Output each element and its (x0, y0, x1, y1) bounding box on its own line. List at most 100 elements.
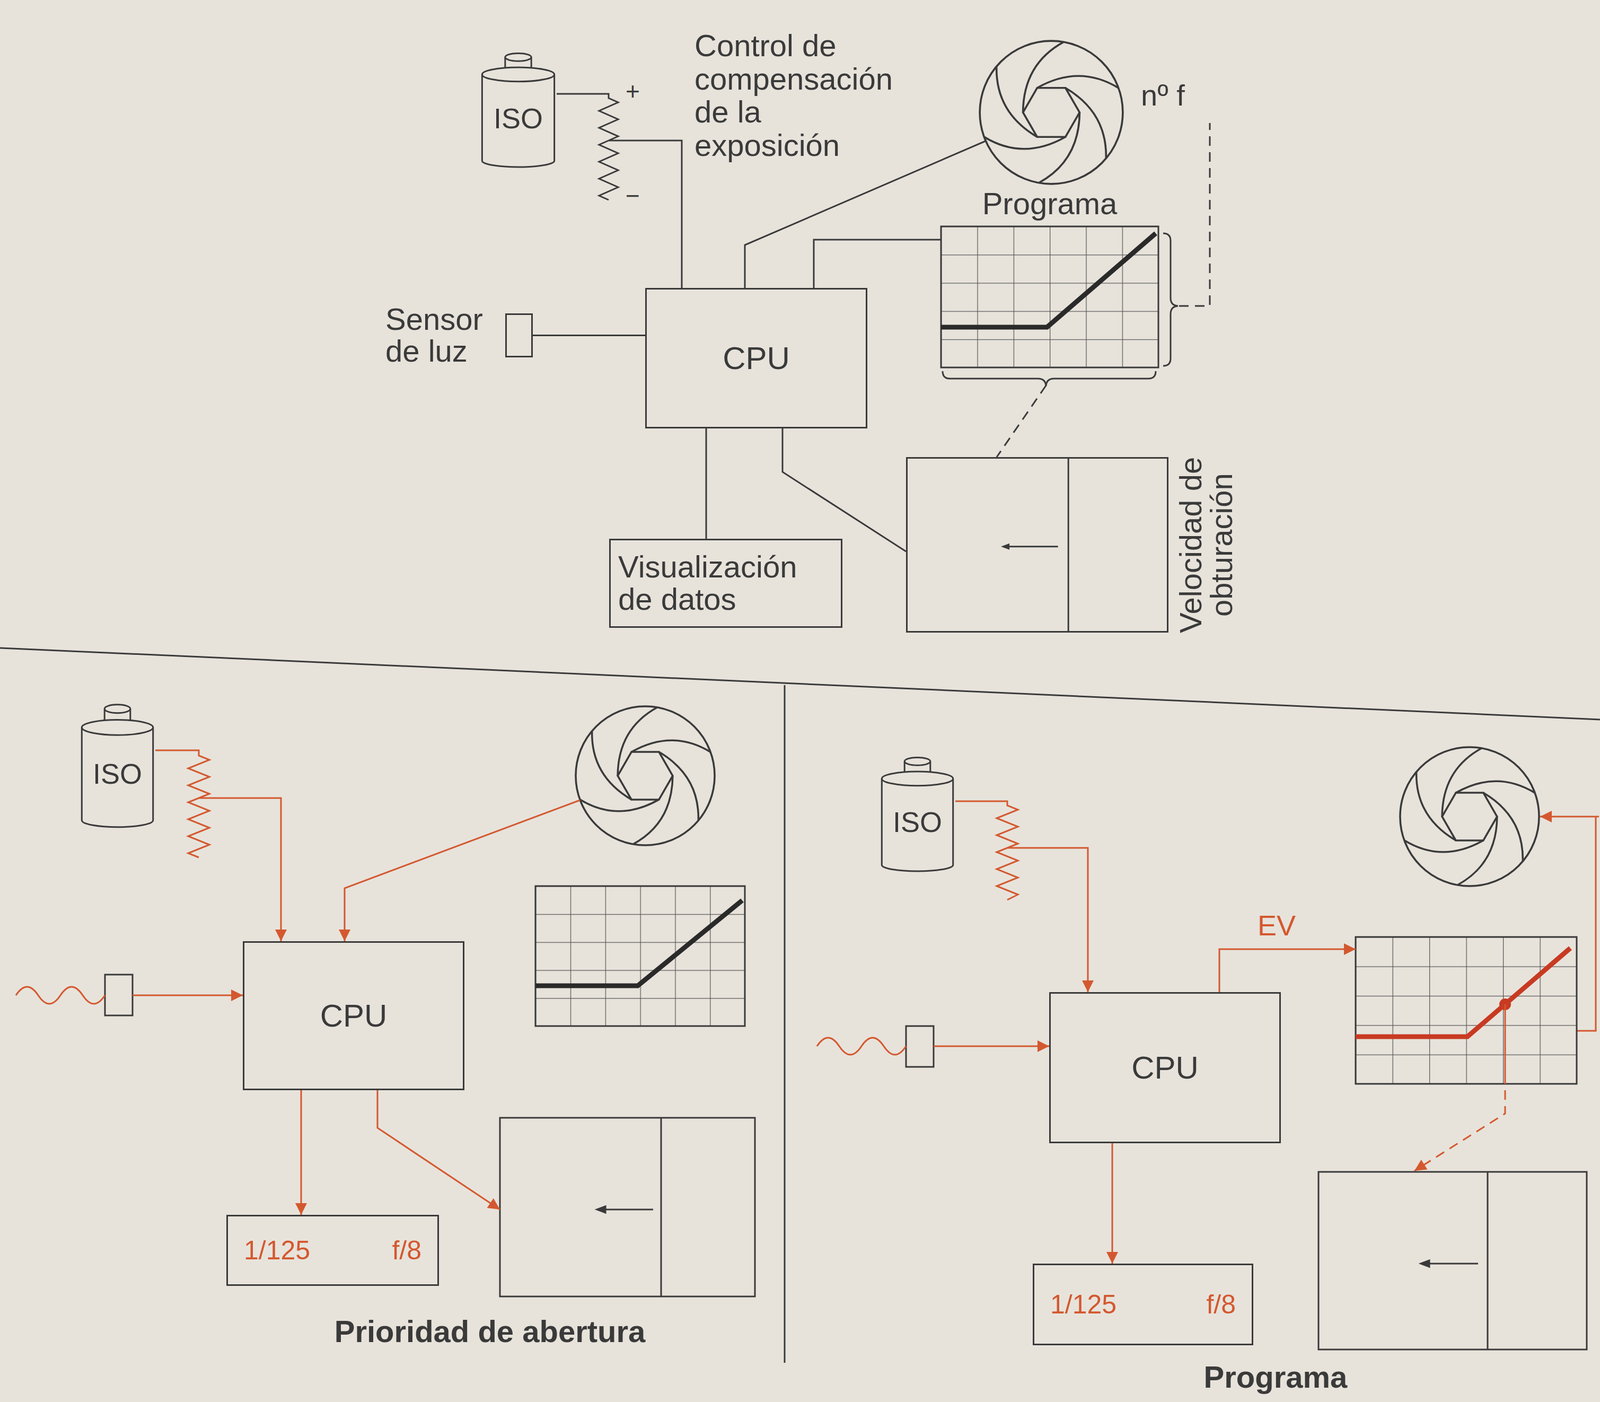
bracket (942, 371, 1156, 386)
shutter-symbol (596, 1206, 606, 1213)
ev-wire (1219, 948, 1356, 992)
travel-arrow (1003, 545, 1059, 548)
light-sensor: Sensor de luz (505, 313, 533, 358)
light-sensor (933, 1045, 1050, 1048)
film-can-outline (881, 771, 953, 786)
display-box: 1/125f/8 (226, 1214, 439, 1286)
light-sensor (15, 986, 105, 1004)
film-can-outline (104, 704, 131, 714)
node-text: Velocidad de obturación (1175, 431, 1237, 659)
bracket (1163, 233, 1178, 366)
shutter-symbol (1422, 1262, 1479, 1265)
aperture-iris (1400, 746, 1540, 886)
resistor-symbol (188, 797, 210, 858)
resistor-symbol (188, 797, 210, 858)
program-chart (1355, 936, 1577, 1171)
shutter-symbol (599, 1208, 654, 1211)
bracket (942, 122, 1210, 386)
control-label: Control de compensación de la exposición (694, 29, 910, 163)
node-text: ISO (892, 790, 943, 838)
panel-caption: Prioridad de abertura (334, 1314, 646, 1349)
node-text: Programa (982, 187, 1118, 221)
node-text: ISO (92, 741, 143, 789)
cpu-box: CPU (242, 941, 465, 1090)
program-chart (941, 226, 1159, 368)
node-text: CPU (722, 341, 790, 375)
cpu-box: CPU (645, 287, 868, 429)
film-can-outline (81, 719, 153, 735)
node-text: CPU (1131, 1050, 1199, 1085)
program-chart (1355, 947, 1571, 1037)
film-can: ISO (879, 754, 956, 873)
shutter-symbol (1318, 1171, 1587, 1350)
shutter-symbol (499, 1117, 755, 1297)
aperture-iris (1400, 746, 1540, 886)
program-chart: Programa (941, 226, 1159, 368)
program-chart (535, 885, 745, 1026)
film-can-outline (881, 778, 953, 872)
connector (532, 334, 646, 337)
shutter-symbol (499, 1117, 755, 1297)
film-can: ISO (479, 50, 557, 169)
cpu-box: CPU (1049, 991, 1281, 1144)
polarity-sign: − (625, 182, 640, 210)
light-sensor (15, 974, 243, 1016)
resistor-symbol (996, 847, 1018, 900)
display-box: Visualización de datos (609, 538, 843, 628)
film-can-outline (104, 708, 131, 721)
film-can-outline (481, 67, 555, 82)
light-sensor (104, 974, 133, 1016)
travel-arrow (1000, 543, 1010, 550)
program-chart (535, 885, 745, 1026)
program-chart (1414, 1089, 1506, 1171)
film-can-outline (81, 727, 153, 828)
node-text: Sensor de luz (385, 303, 500, 368)
connector (996, 385, 1046, 457)
light-sensor (906, 1025, 934, 1067)
aperture-iris (979, 40, 1123, 184)
shutter-wire (377, 1089, 500, 1210)
light-sensor (816, 1037, 907, 1055)
connector (556, 93, 682, 288)
divider-line (0, 647, 1600, 1363)
aperture-wire (1540, 815, 1599, 818)
aperture-iris (575, 706, 715, 846)
connector (300, 1089, 303, 1215)
display-box: 1/125 f/8 (1032, 1263, 1254, 1345)
connector (155, 750, 281, 942)
connector (782, 428, 907, 552)
resistor-symbol (996, 847, 1018, 900)
node-text: CPU (320, 998, 388, 1033)
light-sensor (816, 1025, 1050, 1067)
connector (1111, 1143, 1114, 1264)
shutter-wire (377, 1089, 500, 1210)
film-can-outline (505, 57, 532, 69)
light-sensor (132, 994, 243, 997)
node-text: 1/125 (243, 1236, 311, 1265)
shutter-curtain (907, 458, 1167, 631)
program-chart (1355, 936, 1577, 1084)
bracket (1179, 122, 1210, 306)
shutter-symbol (660, 1117, 663, 1297)
program-chart (941, 233, 1156, 328)
film-can-outline (481, 74, 555, 167)
shutter-symbol (1318, 1171, 1587, 1350)
film-can: ISO (79, 701, 156, 829)
program-chart (535, 900, 743, 986)
divider-line (784, 684, 786, 1363)
node-text: 1/125 (1050, 1290, 1117, 1319)
aperture-iris (979, 40, 1123, 184)
ev-wire (1219, 948, 1356, 992)
node-text: f/8 (1206, 1290, 1236, 1319)
program-chart (1504, 1004, 1507, 1084)
connector (813, 239, 942, 288)
resistor-symbol (599, 140, 619, 200)
connector (955, 801, 1088, 992)
f-number-label: nº f (1140, 79, 1185, 112)
film-can-outline (505, 53, 532, 61)
aperture-wire (1576, 816, 1596, 1031)
